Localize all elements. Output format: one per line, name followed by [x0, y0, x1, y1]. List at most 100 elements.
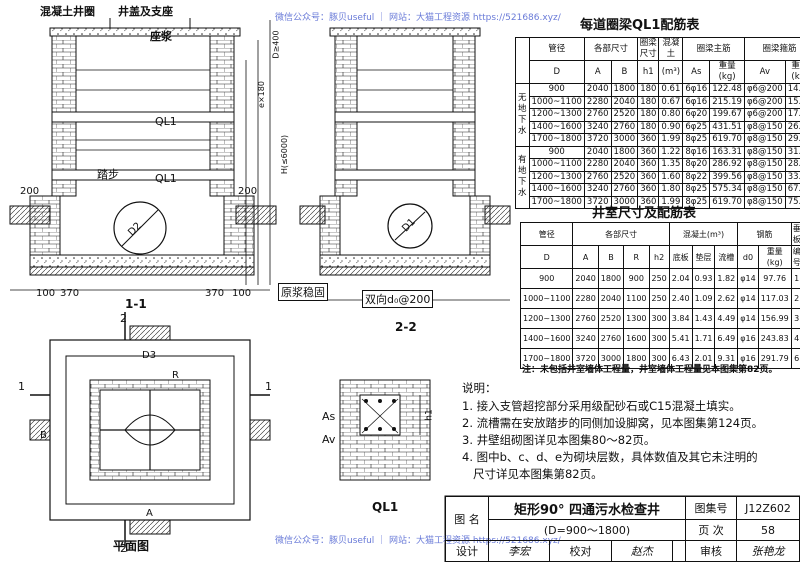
- note-4-cont: 尺寸详见本图集第82页。: [462, 467, 603, 481]
- table-cell: 1400~1600: [528, 183, 585, 197]
- table-cell: φ8@150: [743, 170, 786, 184]
- table-cell: 5.41: [668, 328, 693, 349]
- table-cell: 31.44: [784, 145, 800, 159]
- ql1-sh-b: B: [610, 60, 639, 84]
- ch-sh-cushion: 垫层: [691, 245, 716, 269]
- table-cell: 619.70: [709, 133, 745, 147]
- ql1-label-1: QL1: [155, 115, 177, 128]
- table-cell: 180: [637, 83, 660, 97]
- ch-sh-b: B: [597, 245, 625, 269]
- table-cell: 8φ20: [682, 158, 711, 172]
- table-cell: 1.60: [658, 170, 684, 184]
- table-cell: 1000~1100: [519, 288, 574, 309]
- dim-200-right: 200: [238, 186, 258, 197]
- table-cell: φ8@150: [743, 183, 786, 197]
- tb-sig-review: 张艳龙: [736, 540, 800, 562]
- table-cell: 360: [637, 145, 660, 159]
- rebar-label: 双向d₀@200: [362, 290, 434, 308]
- table-cell: φ8@150: [743, 195, 786, 209]
- table-cell: φ8@150: [743, 133, 786, 147]
- table-cell: 2760: [572, 308, 599, 329]
- ql1-table-title: 每道圈梁QL1配筋表: [580, 18, 700, 33]
- ql1-group-label: 无地下水: [515, 83, 530, 147]
- table-cell: φ16: [737, 348, 759, 369]
- plan-cut-1-left: 1: [18, 380, 25, 393]
- table-cell: φ8@150: [743, 145, 786, 159]
- ch-h-plate: 垂板: [790, 222, 800, 246]
- table-cell: 2760: [597, 328, 625, 349]
- tb-sig-design: 李宏: [487, 540, 551, 562]
- table-cell: 3720: [583, 195, 612, 209]
- tb-name-label: 图 名: [445, 495, 489, 542]
- dim-100-a: 100: [36, 288, 56, 299]
- table-cell: 1.71: [691, 328, 716, 349]
- table-cell: 163.31: [709, 145, 745, 159]
- table-cell: 1800: [623, 348, 650, 369]
- table-cell: 1400~1600: [519, 328, 574, 349]
- ql1-h-stirrup: 圈梁箍筋: [743, 37, 800, 61]
- tb-page: 58: [736, 519, 800, 542]
- table-cell: 0.80: [658, 108, 684, 122]
- mortar-label: 原浆稳固: [278, 283, 328, 301]
- table-cell: 1.80: [658, 183, 684, 197]
- table-cell: 6: [790, 348, 800, 369]
- table-cell: 33.11: [784, 170, 800, 184]
- table-cell: 2040: [610, 158, 639, 172]
- table-cell: 6φ16: [682, 83, 711, 97]
- cover-support-label: 井盖及支座: [118, 5, 173, 18]
- plan-r-label: R: [172, 370, 179, 381]
- table-cell: 117.03: [757, 288, 792, 309]
- table-cell: 1.35: [658, 158, 684, 172]
- table-cell: 75.32: [784, 195, 800, 209]
- table-cell: 2280: [572, 288, 599, 309]
- dim-100-b: 100: [232, 288, 252, 299]
- table-cell: 1300: [623, 308, 650, 329]
- table-cell: 243.83: [757, 328, 792, 349]
- watermark-bottom: 微信公众号：豚贝useful ｜ 网站：大猫工程资源 https://52168…: [275, 536, 561, 546]
- table-cell: 1.22: [658, 145, 684, 159]
- ql1-group-label: 有地下水: [515, 145, 530, 209]
- plan-cut-1-right: 1: [265, 380, 272, 393]
- table-cell: 1600: [623, 328, 650, 349]
- ql1-sh-m3: (m³): [658, 60, 684, 84]
- section-2-2-label: 2-2: [395, 320, 417, 334]
- table-cell: 1.82: [714, 268, 739, 289]
- tb-check-label: 校对: [549, 540, 612, 562]
- table-cell: 1100: [623, 288, 650, 309]
- e180-dim: e×180: [256, 81, 266, 108]
- table-cell: 2040: [572, 268, 599, 289]
- table-cell: 250: [648, 288, 670, 309]
- table-cell: 1400~1600: [528, 120, 585, 134]
- table-cell: 1800: [610, 145, 639, 159]
- ql1-label-2: QL1: [155, 172, 177, 185]
- table-cell: 8φ25: [682, 183, 711, 197]
- table-cell: 1200~1300: [528, 170, 585, 184]
- plan-cut-2-bottom: 2: [120, 542, 127, 555]
- table-cell: 2280: [583, 158, 612, 172]
- table-cell: 3240: [583, 183, 612, 197]
- dim-370-a: 370: [60, 288, 80, 299]
- table-cell: 2040: [610, 95, 639, 109]
- table-cell: 180: [637, 95, 660, 109]
- table-cell: 180: [637, 120, 660, 134]
- table-cell: 2520: [610, 108, 639, 122]
- table-cell: 2760: [610, 120, 639, 134]
- table-cell: 0.90: [658, 120, 684, 134]
- table-cell: 2.62: [714, 288, 739, 309]
- ql1-sh-av: Av: [743, 60, 786, 84]
- table-cell: 17.26: [784, 108, 800, 122]
- tb-name-sub: (D=900～1800): [488, 519, 686, 542]
- table-cell: 6φ16: [682, 95, 711, 109]
- tb-page-label: 页 次: [685, 519, 737, 542]
- table-cell: 156.99: [757, 308, 792, 329]
- table-cell: 1200~1300: [519, 308, 574, 329]
- table-cell: 1800: [597, 268, 625, 289]
- table-cell: 2760: [610, 183, 639, 197]
- table-cell: 215.19: [709, 95, 745, 109]
- table-cell: 122.48: [709, 83, 745, 97]
- ql1-sh-w2: 重量(kg): [784, 60, 800, 84]
- table-cell: 1700~1800: [528, 133, 585, 147]
